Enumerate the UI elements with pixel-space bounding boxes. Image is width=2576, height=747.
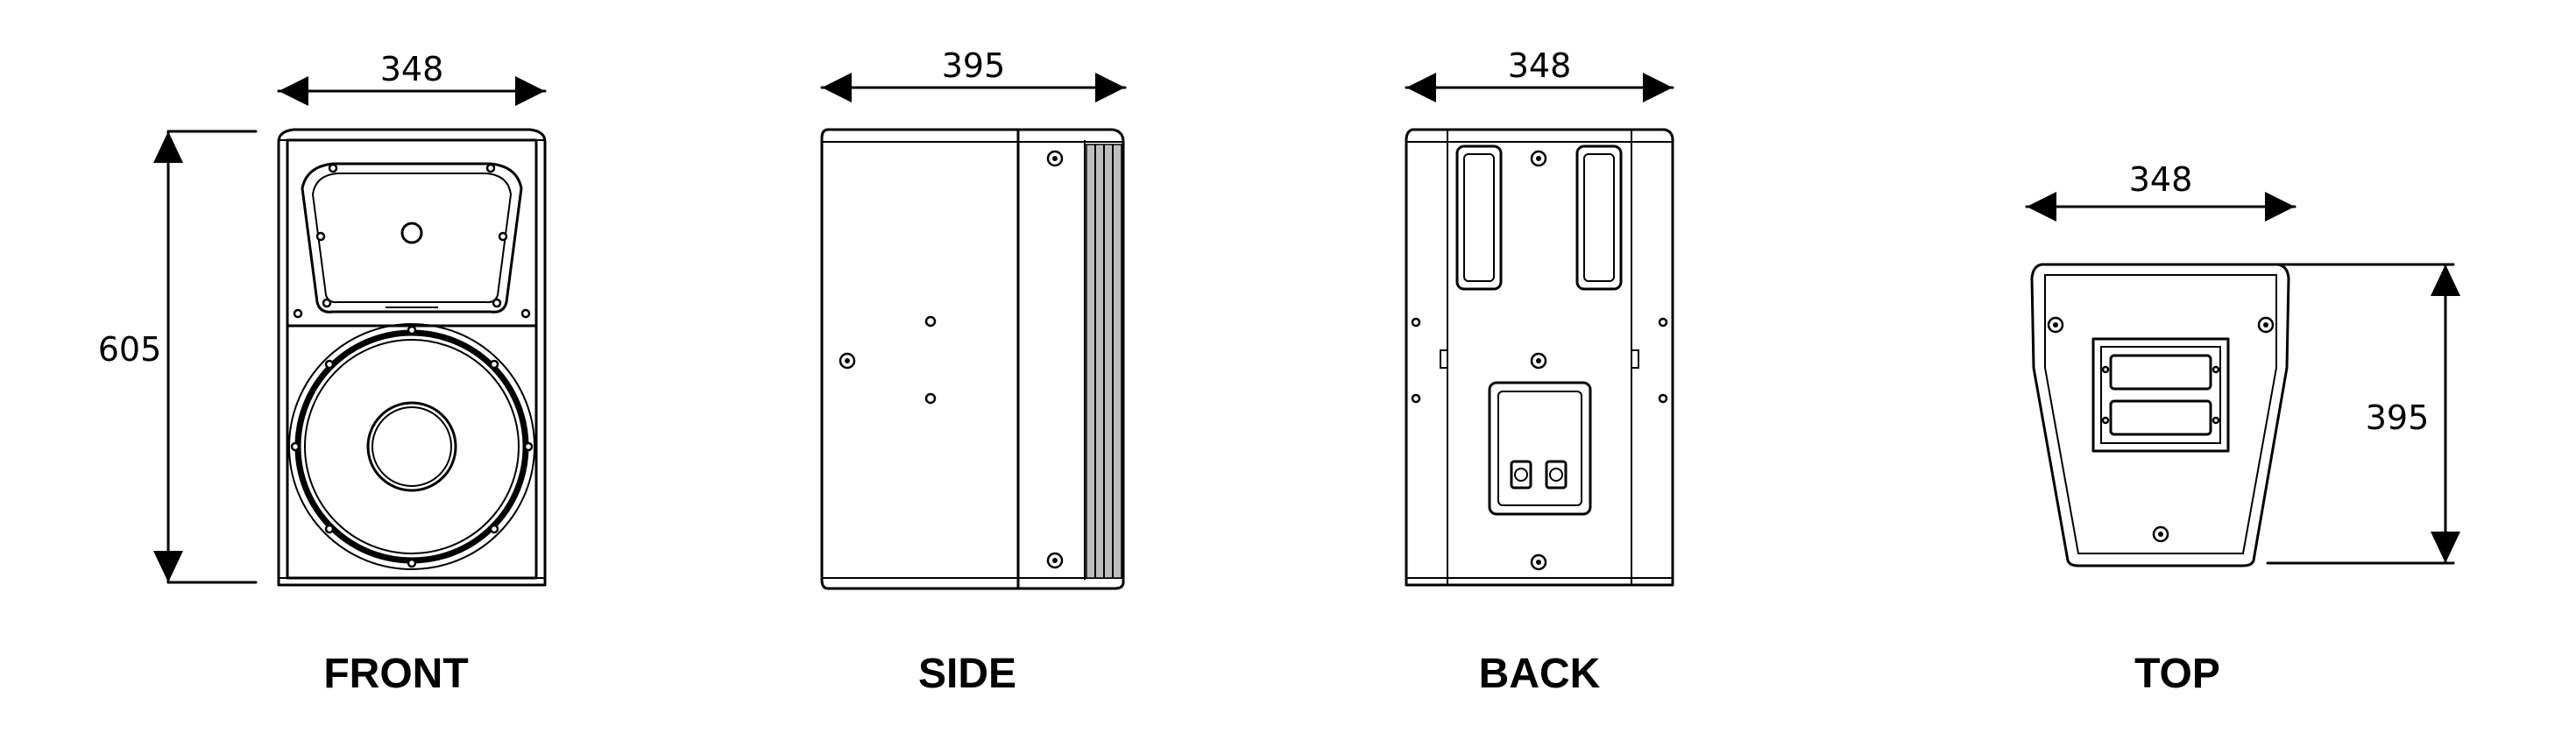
top-width-dimension: 348 bbox=[2025, 160, 2296, 222]
side-view: 395 SIDE bbox=[820, 46, 1127, 697]
horn-flare bbox=[301, 162, 523, 314]
side-cabinet bbox=[820, 128, 1125, 590]
front-view-label: FRONT bbox=[323, 651, 468, 697]
back-view: 348 bbox=[1405, 46, 1674, 697]
top-cabinet bbox=[2030, 263, 2290, 567]
front-height-dimension: 605 bbox=[98, 130, 258, 584]
top-height-label: 395 bbox=[2366, 398, 2430, 437]
back-width-dimension: 348 bbox=[1405, 46, 1674, 102]
front-height-label: 605 bbox=[98, 330, 162, 369]
input-connector-plate bbox=[1488, 381, 1592, 516]
top-width-label: 348 bbox=[2129, 160, 2193, 199]
front-width-label: 348 bbox=[380, 50, 444, 88]
woofer bbox=[288, 323, 535, 570]
back-view-label: BACK bbox=[1479, 651, 1601, 697]
back-cabinet bbox=[1405, 128, 1674, 587]
side-view-label: SIDE bbox=[918, 651, 1016, 697]
top-view: 348 395 TOP bbox=[2025, 160, 2460, 697]
back-width-label: 348 bbox=[1508, 46, 1572, 85]
side-width-label: 395 bbox=[942, 46, 1006, 85]
side-width-dimension: 395 bbox=[820, 46, 1127, 102]
top-view-label: TOP bbox=[2134, 651, 2220, 697]
top-handle bbox=[2091, 337, 2230, 453]
top-height-dimension: 395 bbox=[2266, 263, 2460, 565]
front-width-dimension: 348 bbox=[277, 50, 547, 106]
front-view: 348 605 bbox=[98, 50, 547, 697]
back-handle-right bbox=[1575, 144, 1623, 291]
back-handle-left bbox=[1455, 144, 1503, 291]
front-cabinet bbox=[277, 128, 547, 587]
